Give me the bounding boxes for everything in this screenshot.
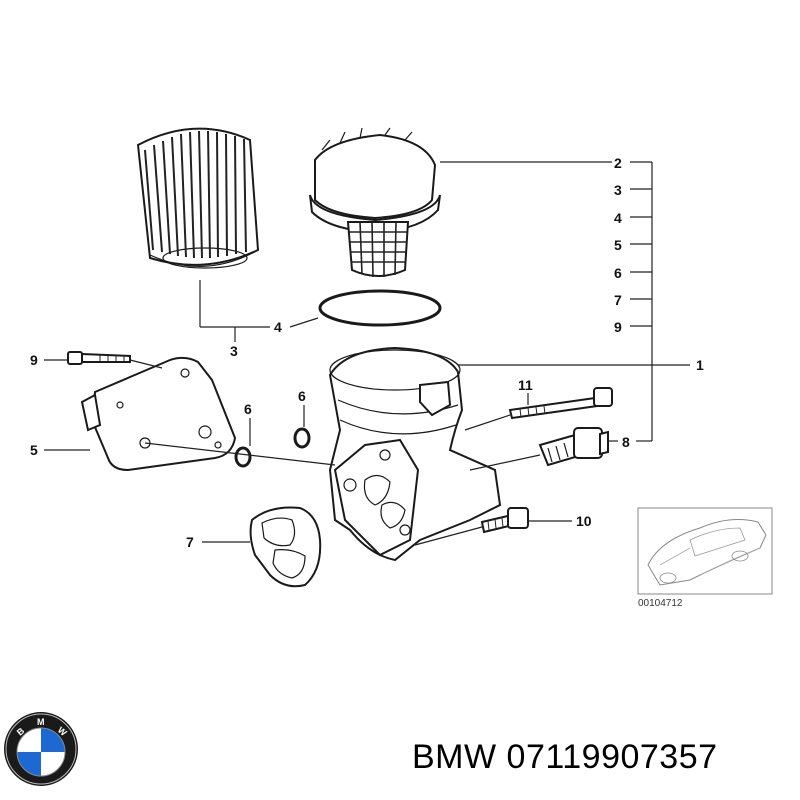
bolt-10 [480, 507, 529, 534]
bolt-9-left [67, 351, 131, 365]
large-o-ring [318, 289, 442, 327]
callout-5-right: 5 [614, 237, 622, 253]
bolt-11 [508, 387, 613, 420]
filter-housing-cap [309, 127, 441, 278]
oil-filter-housing [328, 346, 502, 562]
callout-6-b: 6 [298, 388, 306, 404]
oil-pressure-sensor [538, 427, 609, 467]
gasket [249, 506, 322, 588]
callout-8: 8 [622, 434, 630, 450]
o-ring-6-b [293, 427, 311, 449]
callout-labels: 2 3 4 5 6 7 9 1 11 8 10 9 5 6 6 7 4 3 [30, 155, 704, 550]
callout-11: 11 [518, 377, 533, 393]
oil-cooler-plate [80, 356, 237, 472]
leader-lines [44, 161, 690, 546]
callout-7-left: 7 [186, 534, 194, 550]
callout-4-left: 4 [274, 319, 282, 335]
callout-5-left: 5 [30, 442, 38, 458]
part-number: 07119907357 [506, 738, 718, 776]
callout-3-right: 3 [614, 182, 622, 198]
callout-4-right: 4 [614, 210, 622, 226]
callout-7-right: 7 [614, 292, 622, 308]
callout-1: 1 [696, 357, 704, 373]
brand-name: BMW [412, 738, 497, 776]
vehicle-thumbnail: 00104712 [637, 507, 773, 609]
bmw-logo: B M W [4, 712, 78, 786]
callout-9-right: 9 [614, 319, 622, 335]
o-ring-6-a [234, 446, 252, 468]
diagram-reference-code: 00104712 [638, 598, 683, 609]
svg-text:M: M [37, 717, 45, 727]
callout-2-right: 2 [614, 155, 622, 171]
callout-6-a: 6 [244, 401, 252, 417]
part-caption: BMW 07119907357 [412, 738, 718, 777]
callout-3-left: 3 [230, 343, 238, 359]
oil-filter-element [136, 127, 260, 269]
callout-6-right: 6 [614, 265, 622, 281]
callout-9-left: 9 [30, 352, 38, 368]
callout-10: 10 [576, 513, 592, 529]
svg-text:B: B [15, 725, 27, 737]
